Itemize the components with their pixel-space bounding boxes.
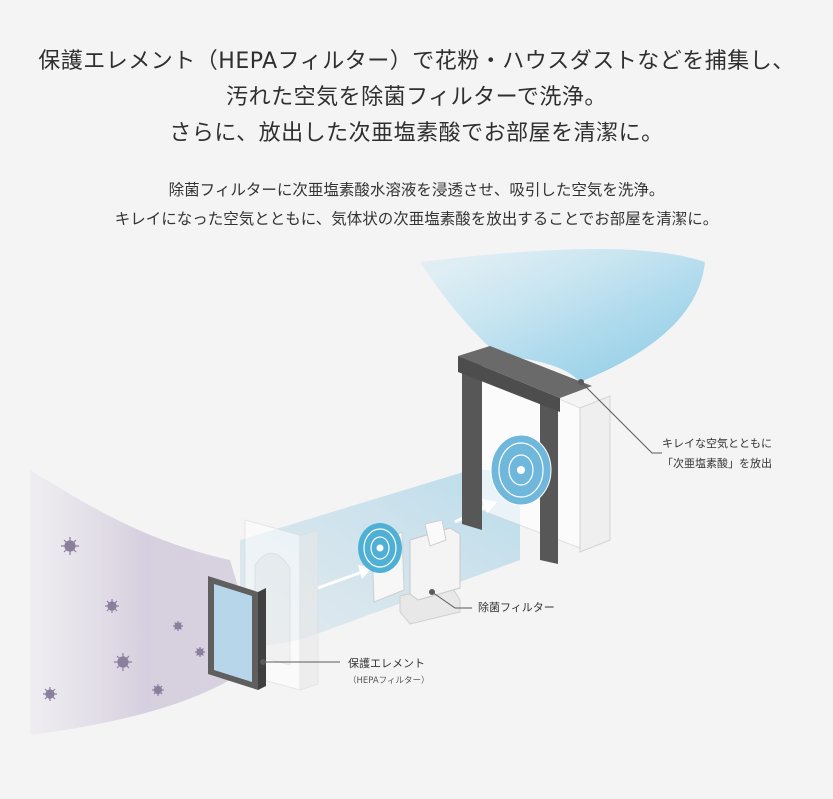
description: 除菌フィルターに次亜塩素酸水溶液を浸透させ、吸引した空気を洗浄。 キレイになった… xyxy=(0,176,833,234)
description-line-1: 除菌フィルターに次亜塩素酸水溶液を浸透させ、吸引した空気を洗浄。 xyxy=(168,181,665,199)
headline: 保護エレメント（HEPAフィルター）で花粉・ハウスダストなどを捕集し、 汚れた空… xyxy=(0,44,833,152)
headline-line-2: 汚れた空気を除菌フィルターで洗浄。 xyxy=(226,85,607,110)
germ-particle-icon xyxy=(43,687,57,701)
hepa-filter xyxy=(208,576,266,690)
fan-icon xyxy=(490,434,552,506)
fan-icon xyxy=(358,523,402,573)
germ-particle-icon xyxy=(114,653,132,671)
germ-particle-icon xyxy=(61,537,79,555)
headline-line-3: さらに、放出した次亜塩素酸でお部屋を清潔に。 xyxy=(169,121,664,146)
description-line-2: キレイになった空気とともに、気体状の次亜塩素酸を放出することでお部屋を清潔に。 xyxy=(114,210,719,228)
sterilizing-filter-module xyxy=(358,519,461,625)
clean-air-plume xyxy=(420,248,705,382)
callout-outlet-line-2: 「次亜塩素酸」を放出 xyxy=(662,457,772,470)
germ-particle-icon xyxy=(173,621,183,631)
callout-sterilizing-filter: 除菌フィルター xyxy=(478,598,555,618)
callout-hepa-line-2: （HEPAフィルター） xyxy=(348,676,430,686)
leader-lines xyxy=(260,379,662,665)
callout-outlet: キレイな空気とともに 「次亜塩素酸」を放出 xyxy=(662,434,772,474)
air-purifier-diagram xyxy=(30,248,705,735)
purifier-unit xyxy=(458,346,611,564)
headline-line-1: 保護エレメント（HEPAフィルター）で花粉・ハウスダストなどを捕集し、 xyxy=(38,49,795,74)
callout-hepa-filter: 保護エレメント （HEPAフィルター） xyxy=(348,654,430,688)
germ-particle-icon xyxy=(195,647,205,657)
callout-sterilizing-filter-label: 除菌フィルター xyxy=(478,601,555,614)
germ-particles xyxy=(43,537,205,701)
germ-particle-icon xyxy=(105,599,119,613)
callout-outlet-line-1: キレイな空気とともに xyxy=(662,437,772,450)
callout-hepa-line-1: 保護エレメント xyxy=(348,657,425,670)
dirty-air-swoosh xyxy=(30,470,260,735)
germ-particle-icon xyxy=(152,684,164,696)
